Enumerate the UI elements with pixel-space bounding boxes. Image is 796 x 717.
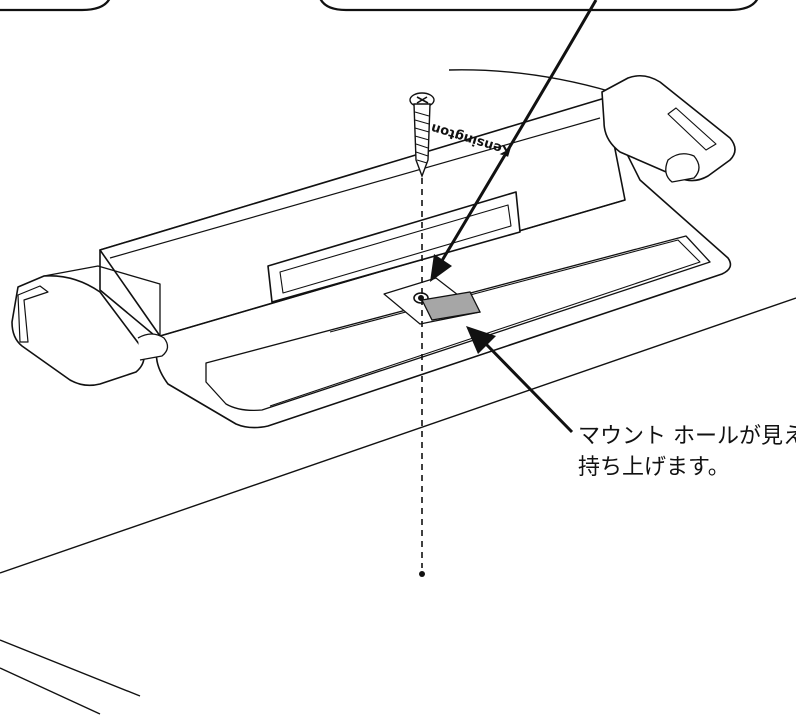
table-edge-back — [0, 297, 796, 574]
cable — [448, 69, 613, 93]
left-end-cap-edge — [43, 265, 161, 336]
right-end-cap-knob — [665, 153, 700, 183]
laptop-lock-body — [11, 74, 736, 429]
label-box-right — [319, 0, 758, 12]
left-end-cap-knob — [137, 333, 169, 361]
table-drill-point — [419, 571, 425, 577]
left-end-cap-slot — [17, 285, 49, 343]
right-end-cap-slot — [667, 107, 717, 151]
body-top-ridge — [109, 117, 601, 259]
release-tab — [421, 291, 481, 321]
screw — [409, 92, 435, 178]
table-edge-lower-1 — [0, 639, 141, 697]
front-slot-inner — [279, 204, 512, 294]
label-box-left — [0, 0, 110, 12]
instruction-caption-line-2: 持ち上げます。 — [578, 455, 730, 480]
pointer-arrow-top — [430, 0, 598, 282]
instruction-caption-line-1: マウント ホールが見え — [578, 424, 796, 449]
right-end-cap — [601, 74, 736, 182]
table-surface — [0, 297, 796, 715]
pointer-arrow-caption — [466, 326, 574, 434]
table-edge-lower-2 — [0, 667, 101, 715]
top-label-boxes — [0, 0, 758, 12]
instruction-caption: マウント ホールが見え 持ち上げます。 — [578, 421, 796, 483]
left-end-cap — [11, 275, 145, 387]
